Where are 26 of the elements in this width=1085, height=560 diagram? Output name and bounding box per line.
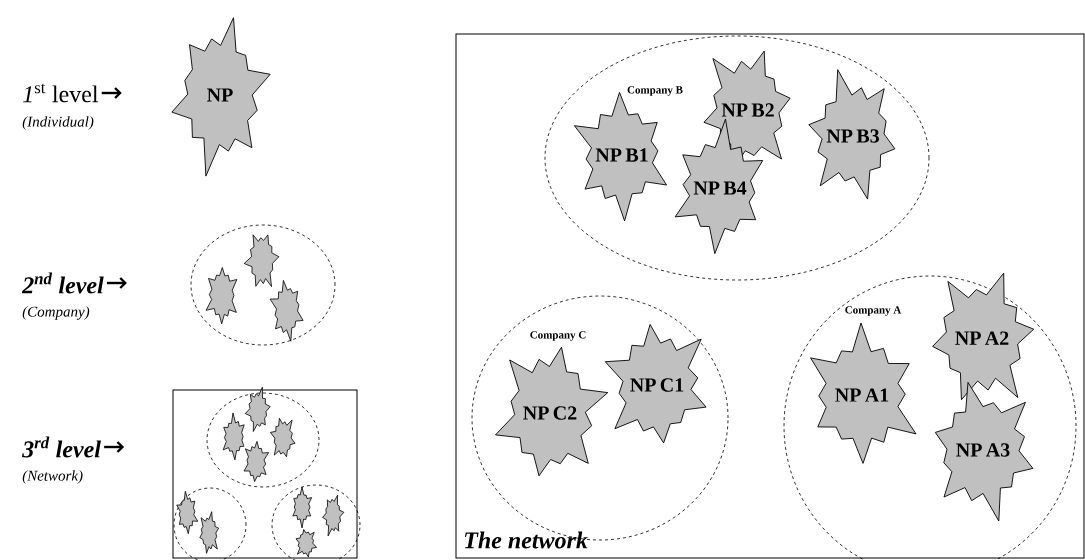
dashed-ellipse <box>206 392 320 488</box>
company-label: Company C <box>530 331 586 341</box>
level-label: 2$^{nd}$ level <box>21 272 104 294</box>
dashed-ellipse <box>190 224 336 346</box>
frame-box <box>172 389 358 559</box>
star-shape <box>243 441 269 482</box>
star-shape <box>292 486 313 529</box>
level-label: 3$^{rd}$ level <box>22 436 101 458</box>
star-shape <box>322 494 345 537</box>
star-shape <box>270 417 296 458</box>
level-label: 1$^{st}$ level <box>23 83 99 103</box>
star-shape <box>244 386 271 432</box>
level-caption: (Network) <box>22 470 83 484</box>
star-shape <box>269 280 304 342</box>
star-shape <box>205 267 238 325</box>
level-caption: (Company) <box>22 306 90 320</box>
star-shape <box>295 529 317 558</box>
network-title: The network <box>464 531 588 549</box>
star-shape <box>176 490 199 535</box>
company-label: Company A <box>845 306 902 316</box>
star-shape <box>243 234 280 287</box>
star-shape <box>199 511 219 554</box>
dashed-ellipse <box>544 35 930 281</box>
star-shape <box>222 412 245 461</box>
frame-box <box>455 33 1085 559</box>
level-caption: (Individual) <box>22 116 94 130</box>
